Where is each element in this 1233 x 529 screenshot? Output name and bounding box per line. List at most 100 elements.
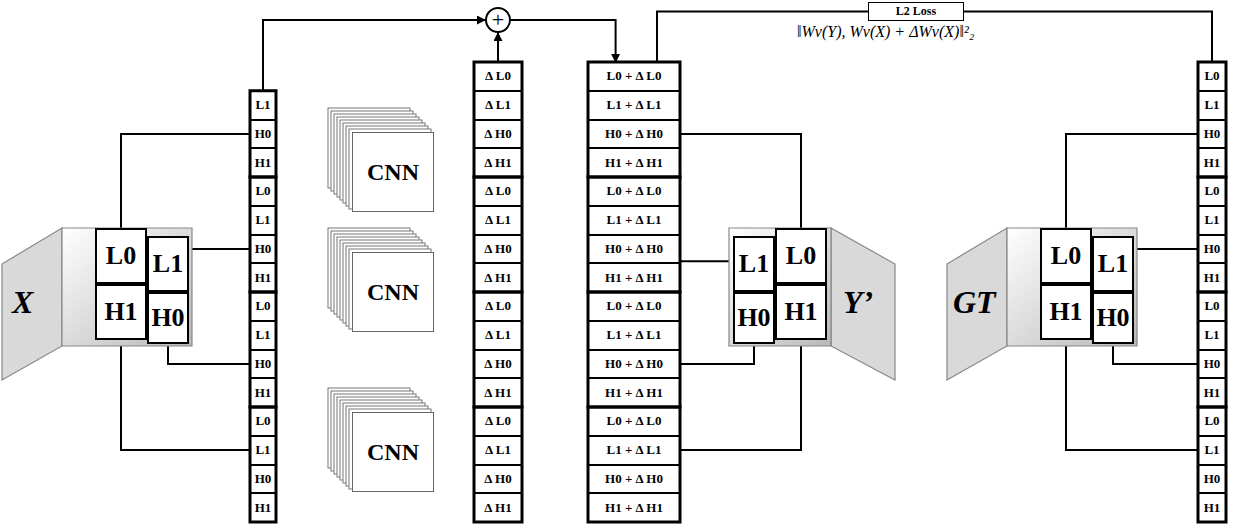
coefficient-cell: H1 <box>250 493 276 522</box>
loss-formula: ‖Wv(Y), Wv(X) + ΔWv(X)‖²₂ <box>795 23 976 41</box>
coefficient-cell: L0 + Δ L0 <box>588 62 680 91</box>
wavelet-cube: XL0L1H0H1 <box>0 224 195 384</box>
coefficient-cell: L1 <box>250 206 276 235</box>
coefficient-cell: L0 <box>250 407 276 436</box>
node-label: Δ L1 <box>485 212 511 228</box>
cube-face <box>62 228 192 346</box>
connector <box>680 260 733 262</box>
coefficient-cell: L1 + Δ L1 <box>588 91 680 120</box>
coefficient-cell: H0 <box>250 350 276 379</box>
node-label: L1 <box>1204 442 1219 458</box>
node-label: H1 <box>255 155 272 171</box>
node-label: L0 <box>786 241 816 271</box>
subband-face: L1 <box>1092 236 1134 292</box>
cube-label: X <box>12 284 33 321</box>
node-label: Δ H1 <box>484 155 511 171</box>
node-label: H1 + Δ H1 <box>605 270 663 286</box>
coefficient-cell: Δ L1 <box>474 321 522 350</box>
node-label: H1 <box>784 297 817 327</box>
connector <box>1066 340 1198 450</box>
group-outline <box>1198 62 1226 177</box>
connector <box>964 12 1212 63</box>
node-label: L1 <box>739 249 769 279</box>
subband-face: H1 <box>775 284 827 340</box>
connector <box>168 344 250 364</box>
group-outline <box>1198 407 1226 522</box>
group-outline <box>588 62 680 177</box>
coefficient-cell: Δ L0 <box>474 62 522 91</box>
node-label: L1 <box>1204 212 1219 228</box>
coefficient-cell: Δ H0 <box>474 350 522 379</box>
node-label: L1 + Δ L1 <box>607 97 662 113</box>
coefficient-cell: L1 <box>250 91 276 120</box>
node-label: L1 <box>153 249 183 279</box>
coefficient-cell: H1 <box>250 148 276 177</box>
node-label: H1 <box>255 500 272 516</box>
subband-face: H0 <box>1092 292 1134 344</box>
coefficient-cell: L1 + Δ L1 <box>588 321 680 350</box>
wavelet-cube: Y’L0L1H0H1 <box>725 224 925 384</box>
node-label: H0 + Δ H0 <box>605 356 663 372</box>
node-label: L1 <box>255 212 270 228</box>
node-label: L0 <box>1204 68 1219 84</box>
connector <box>680 340 801 450</box>
coefficient-cell: H1 <box>1198 378 1226 407</box>
node-label: CNN <box>367 439 419 466</box>
connector <box>189 248 250 250</box>
node-label: L1 <box>1098 249 1128 279</box>
subband-face: L1 <box>147 236 189 292</box>
node-label: H0 <box>1204 471 1221 487</box>
subband-face: H0 <box>733 292 775 344</box>
node-label: L0 + Δ L0 <box>607 68 662 84</box>
coefficient-cell: H1 + Δ H1 <box>588 378 680 407</box>
coefficient-cell: Δ H0 <box>474 235 522 264</box>
coefficient-cell: H0 <box>250 465 276 494</box>
coefficient-cell: L0 + Δ L0 <box>588 407 680 436</box>
cube-face <box>831 228 895 380</box>
coefficient-cell: Δ L0 <box>474 177 522 206</box>
sum-node: + <box>485 7 511 33</box>
coefficient-cell: L0 + Δ L0 <box>588 177 680 206</box>
coefficient-cell: H0 + Δ H0 <box>588 465 680 494</box>
node-label: Δ H1 <box>484 270 511 286</box>
group-outline <box>474 292 522 407</box>
node-label: H0 <box>255 471 272 487</box>
coefficient-cell: H1 <box>250 378 276 407</box>
coefficient-cell: L0 <box>250 177 276 206</box>
node-label: L0 <box>255 298 270 314</box>
node-label: H0 <box>1204 126 1221 142</box>
node-label: Δ H0 <box>484 356 511 372</box>
coefficient-cell: Δ H0 <box>474 120 522 149</box>
node-label: H1 + Δ H1 <box>605 155 663 171</box>
node-label: Δ L0 <box>485 298 511 314</box>
node-label: L1 <box>255 327 270 343</box>
node-label: H1 <box>255 385 272 401</box>
coefficient-cell: L0 <box>1198 292 1226 321</box>
cube-face <box>947 228 1007 380</box>
node-label: L0 <box>255 183 270 199</box>
node-label: L0 <box>255 413 270 429</box>
coefficient-cell: L1 <box>250 436 276 465</box>
node-label: H0 <box>1204 356 1221 372</box>
node-label: Δ L0 <box>485 413 511 429</box>
subband-face: H1 <box>1040 284 1092 340</box>
coefficient-cell: Δ L1 <box>474 436 522 465</box>
node-label: Δ L0 <box>485 183 511 199</box>
coefficient-cell: H0 + Δ H0 <box>588 120 680 149</box>
coefficient-cell: H0 <box>1198 235 1226 264</box>
coefficient-cell: L0 <box>1198 62 1226 91</box>
node-label: Δ H0 <box>484 471 511 487</box>
node-label: Δ L1 <box>485 442 511 458</box>
coefficient-cell: L0 <box>250 292 276 321</box>
connector <box>121 134 250 228</box>
group-outline <box>250 407 276 522</box>
connector <box>1066 134 1198 228</box>
node-label: H0 <box>737 303 770 333</box>
coefficient-cell: Δ H1 <box>474 378 522 407</box>
coefficient-cell: Δ L0 <box>474 407 522 436</box>
node-label: L1 <box>1204 327 1219 343</box>
node-label: L0 + Δ L0 <box>607 183 662 199</box>
subband-face: L0 <box>775 228 827 284</box>
coefficient-cell: L1 + Δ L1 <box>588 206 680 235</box>
coefficient-cell: Δ H1 <box>474 263 522 292</box>
